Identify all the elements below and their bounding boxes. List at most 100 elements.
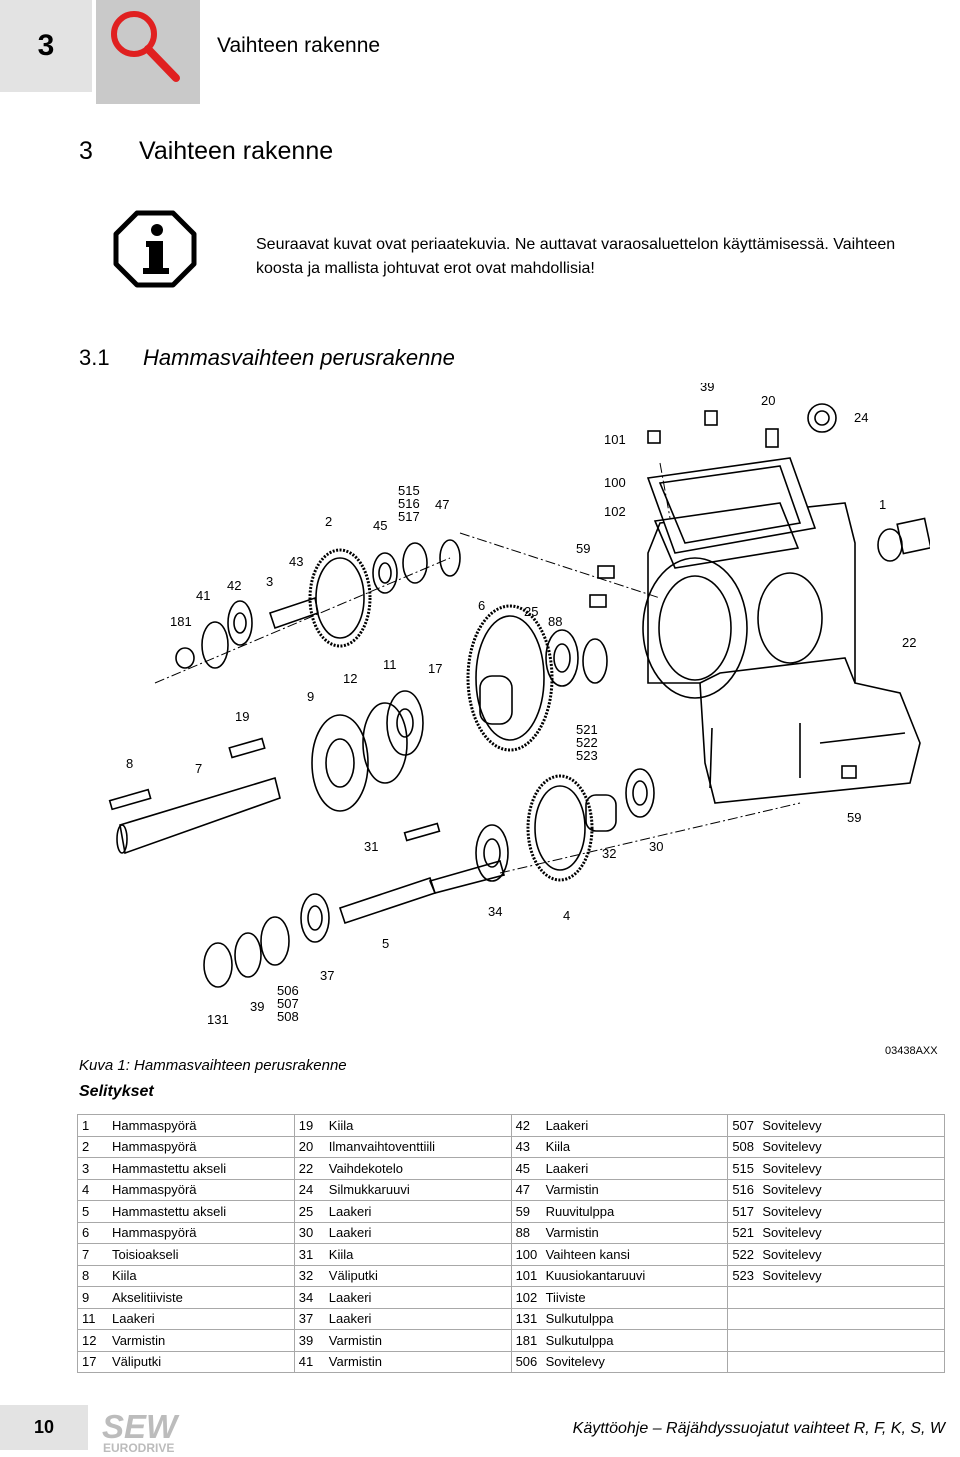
callout-label: 516 bbox=[398, 496, 420, 511]
legend-item-number: 506 bbox=[515, 1354, 538, 1370]
legend-cell: 19 Kiila bbox=[293, 1114, 512, 1137]
legend-item-number: 131 bbox=[515, 1311, 538, 1327]
callout-label: 517 bbox=[398, 509, 420, 524]
callout-label: 88 bbox=[548, 614, 562, 629]
note-text: Seuraavat kuvat ovat periaatekuvia. Ne a… bbox=[256, 236, 896, 277]
legend-item-number: 19 bbox=[298, 1117, 314, 1133]
legend-item-number: 507 bbox=[732, 1117, 755, 1133]
legend-item-label: Sulkutulppa bbox=[545, 1332, 614, 1348]
legend-item-label: Laakeri bbox=[545, 1160, 589, 1176]
legend-item-number: 508 bbox=[732, 1139, 755, 1155]
callout-label: 9 bbox=[307, 689, 314, 704]
legend-item-label: Laakeri bbox=[328, 1311, 372, 1327]
callout-label: 19 bbox=[235, 709, 249, 724]
legend-item-number: 517 bbox=[732, 1203, 755, 1219]
drawing-callouts: 39 20 24 101 100 102 1 515 516 517 47 2 … bbox=[126, 383, 916, 1027]
legend-item-number: 34 bbox=[298, 1289, 314, 1305]
legend-item-label: Varmistin bbox=[328, 1332, 383, 1348]
legend-item-number: 88 bbox=[515, 1225, 531, 1241]
legend-item-label: Kiila bbox=[328, 1246, 354, 1262]
callout-label: 2 bbox=[325, 514, 332, 529]
legend-item-label: Kiila bbox=[545, 1139, 571, 1155]
legend-item-label: Varmistin bbox=[545, 1182, 599, 1198]
legend-item-number: 100 bbox=[515, 1246, 538, 1262]
subsection-title: Hammasvaihteen perusrakenne bbox=[143, 345, 455, 370]
legend-item-label: Ilmanvaihtoventtiili bbox=[328, 1139, 436, 1155]
legend-item-label: Laakeri bbox=[328, 1289, 372, 1305]
legend-item-label: Silmukkaruuvi bbox=[328, 1182, 410, 1198]
callout-label: 39 bbox=[700, 383, 714, 394]
legend-item-number: 8 bbox=[82, 1268, 90, 1284]
legend-item-label: Kiila bbox=[328, 1117, 354, 1133]
callout-label: 31 bbox=[364, 839, 378, 854]
callout-label: 5 bbox=[382, 936, 389, 951]
legend-cell: 517 Sovitelevy bbox=[727, 1200, 945, 1223]
legend-item-number: 2 bbox=[82, 1139, 90, 1155]
legend-item-label: Sovitelevy bbox=[545, 1354, 605, 1370]
callout-label: 30 bbox=[649, 839, 663, 854]
legend-cell bbox=[727, 1350, 945, 1373]
callout-label: 523 bbox=[576, 748, 598, 763]
callout-label: 32 bbox=[602, 846, 616, 861]
legend-item-label: Väliputki bbox=[112, 1354, 162, 1370]
legend-item-number: 11 bbox=[82, 1311, 96, 1327]
legend-cell: 45 Laakeri bbox=[510, 1157, 729, 1180]
info-icon bbox=[113, 210, 197, 288]
legend-item-label: Ruuvitulppa bbox=[545, 1203, 615, 1219]
callout-label: 508 bbox=[277, 1009, 299, 1024]
callout-label: 507 bbox=[277, 996, 299, 1011]
callout-label: 4 bbox=[563, 908, 570, 923]
callout-label: 59 bbox=[576, 541, 590, 556]
legend-item-label: Sovitelevy bbox=[762, 1203, 822, 1219]
callout-label: 11 bbox=[383, 657, 397, 672]
callout-label: 506 bbox=[277, 983, 299, 998]
callout-label: 47 bbox=[435, 497, 449, 512]
legend-item-number: 45 bbox=[515, 1160, 531, 1176]
legend-cell bbox=[727, 1286, 945, 1309]
figure-caption: Kuva 1: Hammasvaihteen perusrakenne bbox=[79, 1057, 347, 1074]
legend-item-label: Sovitelevy bbox=[762, 1160, 822, 1176]
legend-item-label: Sovitelevy bbox=[762, 1225, 822, 1241]
callout-label: 17 bbox=[428, 661, 442, 676]
callout-label: 6 bbox=[478, 598, 485, 613]
header-title: Vaihteen rakenne bbox=[217, 34, 381, 57]
legend-cell bbox=[727, 1307, 945, 1330]
legend-item-label: Kiila bbox=[112, 1268, 137, 1284]
legend-item-number: 59 bbox=[515, 1203, 531, 1219]
legend-item-label: Väliputki bbox=[328, 1268, 378, 1284]
chapter-number: 3 bbox=[37, 29, 55, 62]
callout-label: 131 bbox=[207, 1012, 229, 1027]
legend-item-label: Akselitiiviste bbox=[112, 1289, 183, 1305]
callout-label: 45 bbox=[373, 518, 387, 533]
legend-item-number: 7 bbox=[82, 1246, 90, 1262]
legend-item-number: 43 bbox=[515, 1139, 531, 1155]
legend-item-label: Hammaspyörä bbox=[112, 1225, 197, 1241]
legend-title: Selitykset bbox=[79, 1083, 154, 1100]
legend-item-number: 5 bbox=[82, 1203, 90, 1219]
callout-label: 20 bbox=[761, 393, 775, 408]
legend-item-label: Hammastettu akseli bbox=[112, 1160, 227, 1176]
callout-label: 41 bbox=[196, 588, 210, 603]
